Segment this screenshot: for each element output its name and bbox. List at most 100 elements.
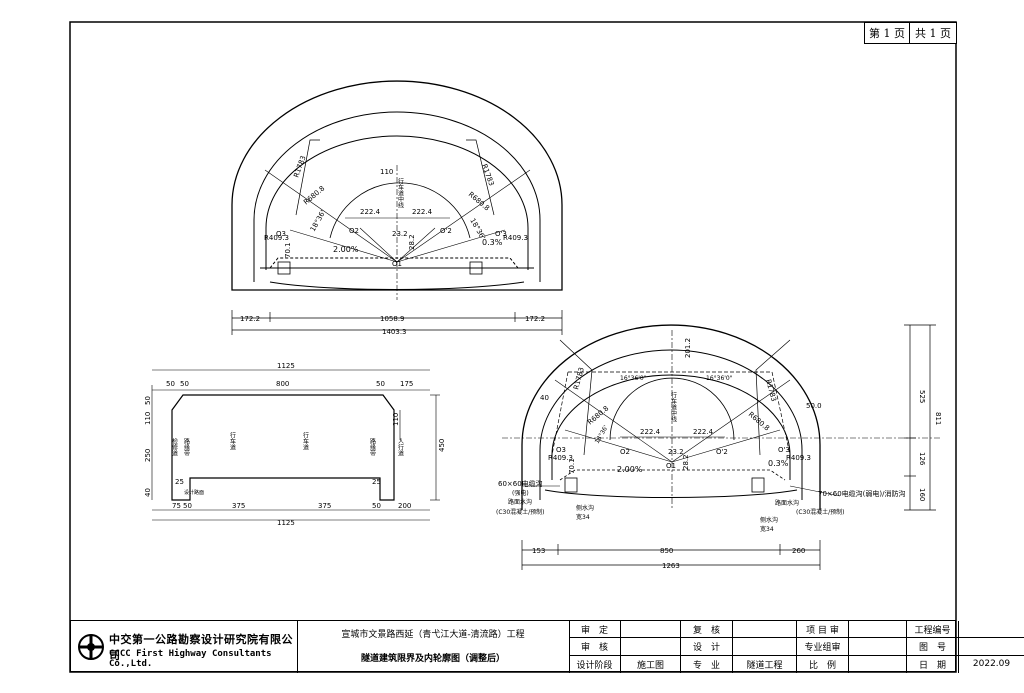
value-scale (849, 655, 907, 673)
d3-note-r2: 路面水沟 (775, 499, 799, 507)
d2-bot-4: 375 (318, 502, 331, 510)
value-approve (621, 621, 681, 639)
d3-28: 28.2 (682, 454, 690, 470)
value-recheck (733, 621, 797, 639)
label-r680-left: R680.8 (302, 184, 326, 206)
d2-small-25-right: 25 (372, 478, 381, 486)
label-lane-center: 行车道中线 (397, 177, 404, 208)
d2-small-25-left: 25 (175, 478, 184, 486)
project-name: 宣城市文景路西延（青弋江大道-清流路）工程 (341, 630, 525, 640)
d3-o3p: O'3 (778, 446, 790, 454)
value-design (733, 638, 797, 656)
label-222-right: 222.4 (412, 208, 433, 216)
label-design-stage: 设计阶段 (569, 655, 621, 673)
label-o3p: O'3 (495, 230, 507, 238)
label-28: 28.2 (408, 234, 416, 250)
label-r680-right: R680.8 (467, 190, 491, 212)
clearance-limit-labels: 1125 50 50 800 50 175 50 110 250 40 110 … (144, 362, 446, 527)
value-review (621, 638, 681, 656)
sheet-border (69, 21, 957, 673)
d2-zone-6: 人行道 (397, 438, 404, 457)
d3-note-r1: 70×60电缆沟(弱电)/消防沟 (818, 489, 906, 498)
d3-dim-153: 153 (532, 547, 545, 555)
d2-top-4: 50 (376, 380, 385, 388)
label-review: 审 核 (569, 638, 621, 656)
d2-left-2: 110 (144, 412, 152, 425)
label-recheck: 复 核 (681, 621, 733, 639)
d2-zone-2: 路缘带 (183, 437, 190, 457)
tunnel-profile-adjusted (502, 324, 940, 570)
d3-note-l4b: 宽34 (576, 513, 590, 521)
d2-zone-4: 行车道 (302, 431, 309, 451)
value-design-stage: 施工图 (621, 655, 681, 673)
d3-note-r4: 侧水沟 (760, 516, 778, 524)
d2-bot-6: 200 (398, 502, 411, 510)
d3-lane-center: 行车道中线 (670, 391, 677, 422)
company-logo-area: 中交第一公路勘察设计研究院有限公司 CCCC First Highway Con… (71, 621, 298, 673)
d2-bot-2: 50 (183, 502, 192, 510)
d3-angle-side: 18°36' (594, 424, 610, 445)
label-group-review: 专业组审 (797, 638, 849, 656)
label-222-left: 222.4 (360, 208, 381, 216)
d3-note-l1b: (强电) (512, 489, 529, 497)
d3-r409-right: R409.3 (786, 454, 811, 462)
d2-top-total: 1125 (277, 362, 295, 370)
drawing-canvas: R1783 R1783 R680.8 R680.8 R409.3 R409.3 … (69, 21, 957, 673)
d2-left-4: 40 (144, 488, 152, 497)
label-r409-right: R409.3 (503, 234, 528, 242)
label-slope-right: 0.3% (482, 238, 503, 247)
d3-dim-total: 1263 (662, 562, 680, 570)
d3-angle-top-left: 16°36'0" (620, 375, 647, 382)
d2-left-3: 250 (144, 449, 152, 462)
d3-v-126: 126 (918, 452, 926, 466)
label-design: 设 计 (681, 638, 733, 656)
d3-o1: O1 (666, 462, 676, 470)
dim-left: 172.2 (240, 315, 260, 323)
d2-right-1: 110 (392, 413, 400, 426)
d3-note-l4: 侧水沟 (576, 504, 594, 512)
d3-dim-40: 40 (540, 394, 549, 402)
company-name-en: CCCC First Highway Consultants Co.,Ltd. (109, 649, 272, 669)
label-r409-left: R409.3 (264, 234, 289, 242)
tunnel-profile-adjusted-labels: R1783 R1783 R680.8 R680.8 R409.3 R409.3 … (496, 338, 942, 570)
dim-right: 172.2 (525, 315, 545, 323)
d2-top-3: 800 (276, 380, 289, 388)
label-project-review: 项 目 审 (797, 621, 849, 639)
company-logo-icon (78, 634, 104, 660)
label-project-no: 工程编号 (907, 621, 959, 639)
project-info: 宣城市文景路西延（青弋江大道-清流路）工程 隧道建筑限界及内轮廓图（调整后） (297, 621, 570, 673)
d2-bot-1: 75 (172, 502, 181, 510)
d3-dim-260: 260 (792, 547, 805, 555)
value-project-no (959, 621, 1024, 639)
label-o3: O3 (276, 230, 286, 238)
company-name-cn: 中交第一公路勘察设计研究院有限公司 (109, 633, 293, 662)
d3-r680-left: R680.8 (586, 404, 610, 426)
clearance-limit-diagram (151, 369, 440, 521)
d2-height: 450 (438, 439, 446, 452)
label-slope-left: 2.00% (333, 245, 359, 254)
page-current: 第 1 页 (864, 22, 910, 44)
d3-dim-201: 201.2 (684, 338, 692, 358)
d3-note-l2: 路面水沟 (508, 498, 532, 506)
d3-70: 70.1 (568, 458, 576, 474)
d3-note-l3: (C30混凝土/预制) (496, 508, 545, 516)
label-angle-left: 18°36' (309, 209, 328, 233)
d3-angle-top-right: 16°36'0" (706, 375, 733, 382)
d2-bot-5: 50 (372, 502, 381, 510)
d3-23: 23.2 (668, 448, 684, 456)
d3-r1783-left: R1783 (572, 367, 586, 391)
label-o2p: O'2 (440, 227, 452, 235)
label-date: 日 期 (907, 655, 959, 673)
d2-zone-1: 检修道 (171, 437, 178, 457)
d3-r1783-right: R1783 (764, 378, 778, 402)
d3-v-525: 525 (918, 390, 926, 403)
label-70: 70.1 (284, 242, 292, 258)
label-110: 110 (380, 168, 393, 176)
d3-o3: O3 (556, 446, 566, 454)
d3-222-left: 222.4 (640, 428, 661, 436)
d2-zone-3: 行车道 (229, 431, 236, 451)
d2-zone-5: 路缘带 (369, 437, 376, 457)
tunnel-profile-upper (231, 80, 563, 335)
label-o2: O2 (349, 227, 359, 235)
page-total: 共 1 页 (909, 22, 957, 44)
